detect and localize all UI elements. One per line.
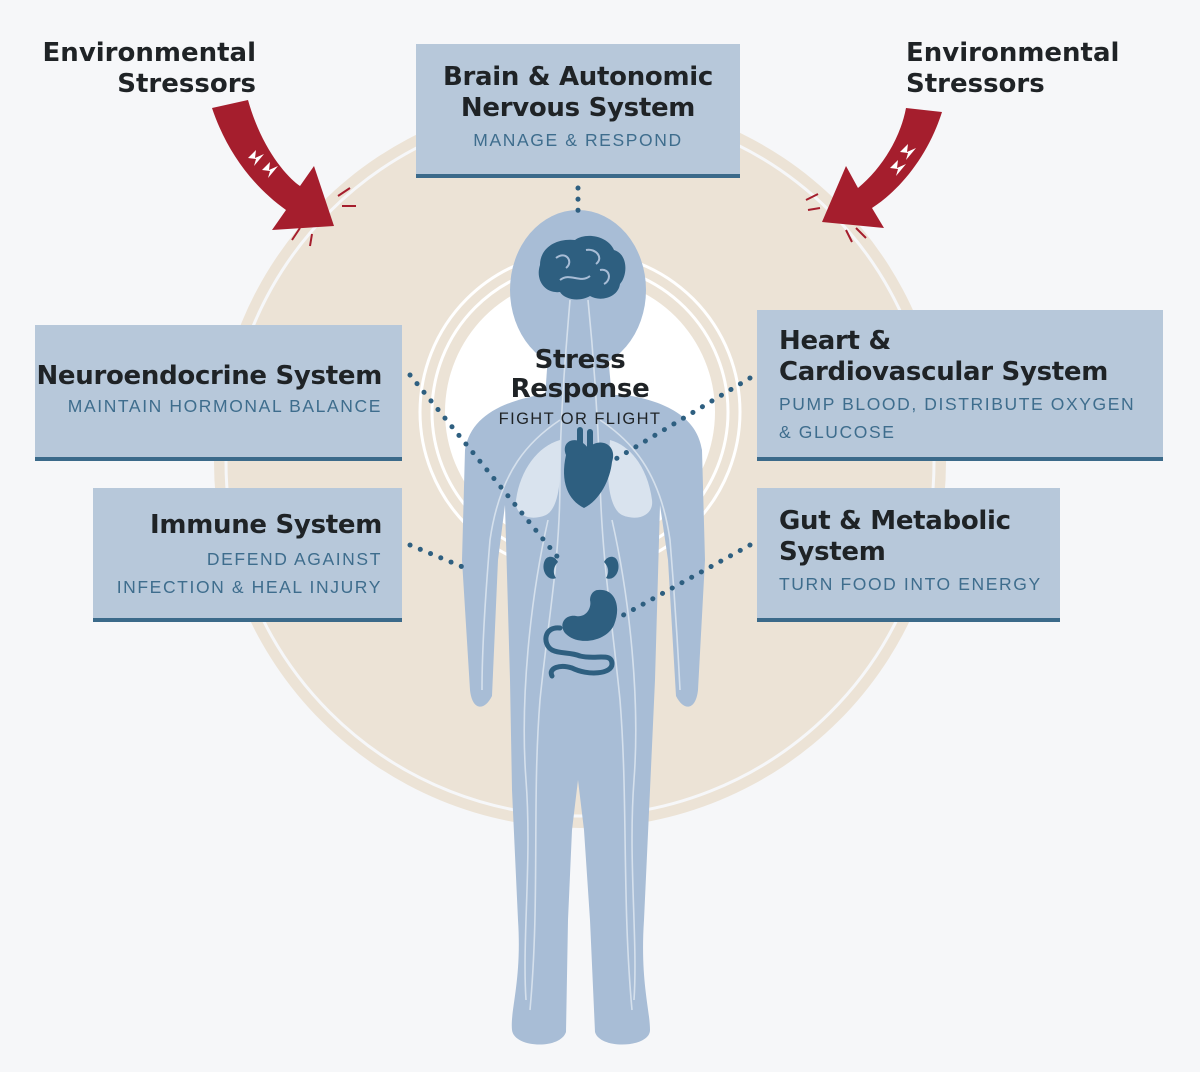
right-stressor-arrow [805,108,942,243]
stress-response-title-line2: Response [510,374,650,404]
heart-system-title-line2: Cardiovascular System [779,357,1109,387]
heart-system-box: Heart & Cardiovascular System PUMP BLOOD… [757,310,1163,461]
intestine-icon [543,625,615,679]
stressor-label-left: Environmental Stressors [40,38,256,100]
stressor-label-right-line1: Environmental [906,38,1120,68]
lightning-icon [890,144,916,176]
left-stressor-arrow [212,100,356,247]
neuroendocrine-system-subtitle: MAINTAIN HORMONAL BALANCE [67,396,382,416]
gut-system-box: Gut & Metabolic System TURN FOOD INTO EN… [757,488,1060,622]
gut-system-subtitle: TURN FOOD INTO ENERGY [779,574,1042,594]
stressor-label-left-line2: Stressors [117,69,256,99]
stress-response-title-line1: Stress [534,345,626,375]
stomach-icon [562,589,618,641]
brain-system-title-line1: Brain & Autonomic [443,62,713,92]
heart-icon [564,427,614,508]
neuroendocrine-system-box: Neuroendocrine System MAINTAIN HORMONAL … [35,325,402,461]
stressor-label-right: Environmental Stressors [906,38,1146,100]
gut-system-title-line1: Gut & Metabolic [779,506,1011,536]
stressor-label-right-line2: Stressors [906,69,1045,99]
gut-system-title-line2: System [779,537,886,567]
stress-response-subtitle: FIGHT OR FLIGHT [498,410,662,428]
stress-response-label: Stress Response FIGHT OR FLIGHT [470,346,690,429]
immune-system-subtitle-line2: INFECTION & HEAL INJURY [116,577,382,597]
heart-system-subtitle-line2: & GLUCOSE [779,422,896,442]
brain-system-box: Brain & Autonomic Nervous System MANAGE … [416,44,740,178]
dotted-connectors [407,185,753,621]
body-silhouette [462,210,705,1045]
stressor-label-left-line1: Environmental [42,38,256,68]
lightning-icon [248,150,278,178]
neuroendocrine-system-title: Neuroendocrine System [36,361,382,391]
immune-system-title: Immune System [150,510,382,540]
heart-system-subtitle-line1: PUMP BLOOD, DISTRIBUTE OXYGEN [779,394,1136,414]
kidney-icon [543,556,619,579]
brain-system-title-line2: Nervous System [460,93,696,123]
immune-system-subtitle-line1: DEFEND AGAINST [206,549,382,569]
brain-system-subtitle: MANAGE & RESPOND [473,130,683,150]
immune-system-box: Immune System DEFEND AGAINST INFECTION &… [93,488,402,622]
heart-system-title-line1: Heart & [779,326,891,356]
brain-icon [538,235,626,300]
